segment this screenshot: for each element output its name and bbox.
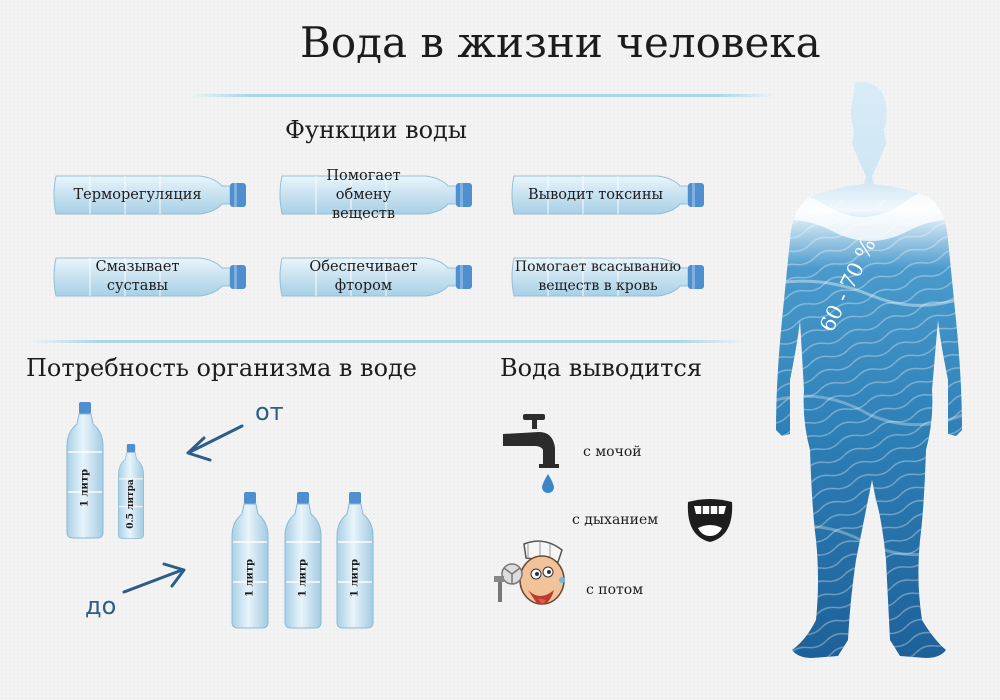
function-bottle: Терморегуляция: [50, 170, 250, 220]
divider: [28, 340, 748, 343]
function-bottle: Обеспечивает фтором: [276, 252, 476, 302]
function-label: Обеспечивает фтором: [309, 259, 418, 294]
bottle-half-liter: 0.5 литра: [117, 444, 145, 540]
function-bottle: Помогает всасыванию веществ в кровь: [508, 252, 708, 302]
bottle-volume-label: 1 литр: [349, 558, 361, 597]
function-bottle: Смазывает суставы: [50, 252, 250, 302]
bottle-volume-label: 1 литр: [79, 468, 91, 507]
from-label: от: [255, 398, 284, 426]
sweating-man-icon: [494, 540, 565, 605]
excretion-heading: Вода выводится: [500, 354, 703, 382]
human-silhouette-icon: [776, 81, 962, 658]
arrow-icon: [186, 424, 244, 462]
bottle-volume-label: 0.5 литра: [126, 478, 136, 529]
bottle-1-liter: 1 литр: [65, 402, 105, 540]
excretion-label: с мочой: [583, 444, 642, 460]
bottle-1-liter: 1 литр: [335, 492, 375, 630]
divider: [190, 94, 775, 97]
page-title: Вода в жизни человека: [300, 18, 821, 67]
function-label: Выводит токсины: [527, 186, 664, 203]
excretion-label: с дыханием: [572, 512, 659, 528]
function-label: Смазывает суставы: [95, 259, 180, 294]
function-bottle: Выводит токсины: [508, 170, 708, 220]
function-label: Помогает всасыванию веществ в кровь: [514, 259, 682, 294]
bottle-1-liter: 1 литр: [283, 492, 323, 630]
bottle-volume-label: 1 литр: [297, 558, 309, 597]
excretion-label: с потом: [586, 582, 644, 598]
arrow-icon: [122, 562, 186, 594]
to-label: до: [85, 592, 117, 620]
open-mouth-icon: [687, 499, 733, 542]
bottle-volume-label: 1 литр: [244, 558, 256, 597]
function-bottle: Помогает обмену веществ: [276, 167, 476, 222]
bottle-1-liter: 1 литр: [230, 492, 270, 630]
functions-heading: Функции воды: [285, 116, 467, 144]
function-label: Терморегуляция: [73, 186, 202, 203]
need-heading: Потребность организма в воде: [26, 354, 417, 382]
faucet-icon: [503, 414, 559, 493]
function-label: Помогает обмену веществ: [326, 167, 401, 222]
